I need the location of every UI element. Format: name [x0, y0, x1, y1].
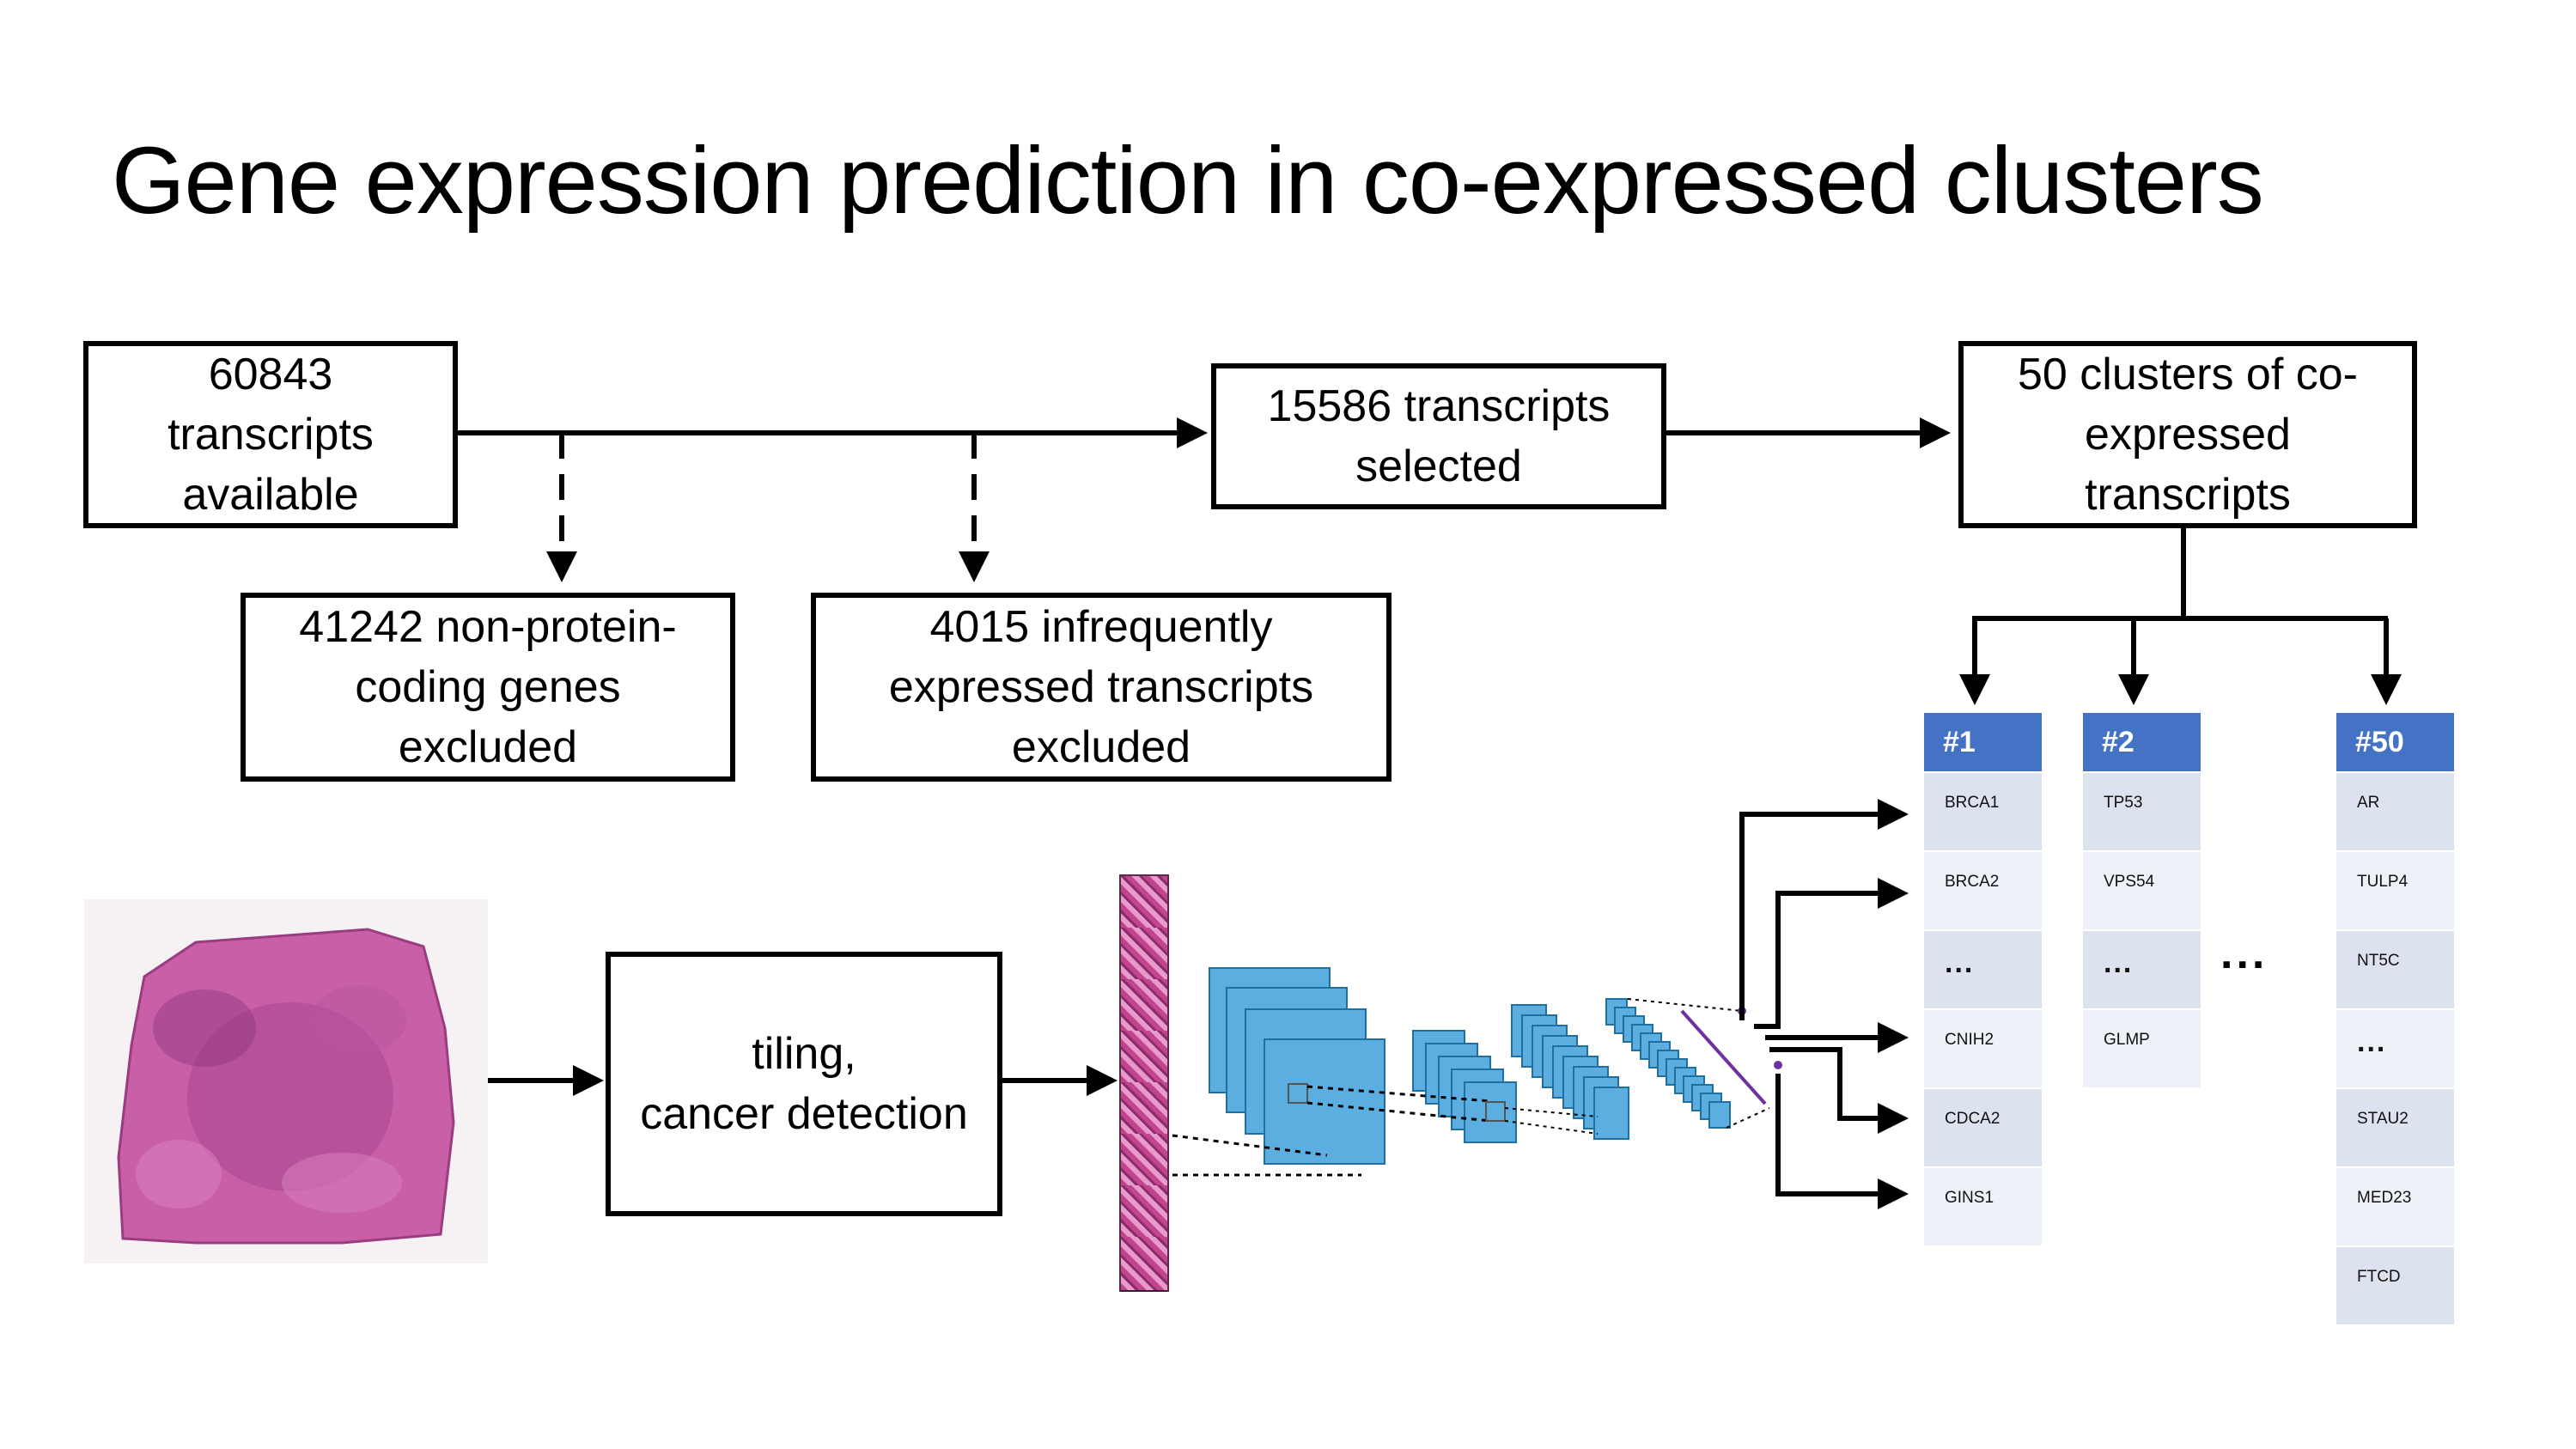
gene-cell: BRCA1 [1924, 773, 2042, 850]
gene-cell: MED23 [2336, 1168, 2454, 1245]
cnn-layer-1 [1209, 967, 1385, 1165]
box-line: transcripts [167, 410, 374, 460]
transcripts-selected-box: 15586 transcripts selected [1211, 363, 1666, 509]
cluster-50-column: #50 AR TULP4 NT5C ... STAU2 MED23 FTCD [2336, 713, 2454, 1324]
box-line: excluded [398, 722, 578, 772]
cluster-header: #50 [2336, 713, 2454, 771]
box-line: expressed [2085, 410, 2291, 460]
gene-cell: ... [2336, 1010, 2454, 1087]
tiling-box: tiling, cancer detection [606, 952, 1002, 1216]
noncoding-excluded-box: 41242 non-protein- coding genes excluded [241, 593, 735, 782]
box-line: 4015 infrequently [929, 602, 1273, 652]
cnn-layer-2 [1412, 1030, 1517, 1143]
gene-cell: VPS54 [2083, 852, 2201, 929]
box-line: 41242 non-protein- [299, 602, 677, 652]
box-line: expressed transcripts [888, 662, 1314, 712]
gene-cell: TULP4 [2336, 852, 2454, 929]
gene-cell: GLMP [2083, 1010, 2201, 1087]
cnn-layer-4 [1605, 998, 1731, 1129]
box-line: transcripts [2085, 470, 2291, 520]
box-line: 60843 [208, 350, 333, 399]
cluster-2-column: #2 TP53 VPS54 ... GLMP [2083, 713, 2201, 1087]
box-line: selected [1355, 441, 1522, 491]
gene-cell: STAU2 [2336, 1089, 2454, 1166]
cnn-layer-3 [1511, 1004, 1629, 1140]
transcripts-available-box: 60843 transcripts available [83, 341, 458, 528]
gene-cell: CDCA2 [1924, 1089, 2042, 1166]
clusters-box: 50 clusters of co- expressed transcripts [1958, 341, 2417, 528]
columns-ellipsis: ... [2220, 928, 2268, 978]
tile-strip-image [1119, 874, 1169, 1292]
gene-cell: ... [2083, 931, 2201, 1008]
cluster-header: #1 [1924, 713, 2042, 771]
box-line: 50 clusters of co- [2018, 350, 2358, 399]
page-title: Gene expression prediction in co-express… [112, 128, 2264, 234]
gene-cell: CNIH2 [1924, 1010, 2042, 1087]
cnn-output-arrows [1739, 799, 1909, 1209]
box-line: cancer detection [640, 1089, 968, 1139]
infrequent-excluded-box: 4015 infrequently expressed transcripts … [811, 593, 1392, 782]
box-line: available [182, 470, 359, 520]
gene-cell: NT5C [2336, 931, 2454, 1008]
gene-cell: AR [2336, 773, 2454, 850]
gene-cell: ... [1924, 931, 2042, 1008]
tissue-slide-image [84, 899, 488, 1263]
gene-cell: GINS1 [1924, 1168, 2042, 1245]
gene-cell: TP53 [2083, 773, 2201, 850]
box-line: coding genes [355, 662, 621, 712]
box-line: tiling, [752, 1029, 856, 1079]
gene-cell: FTCD [2336, 1247, 2454, 1324]
box-line: excluded [1011, 722, 1191, 772]
gene-cell: BRCA2 [1924, 852, 2042, 929]
cluster-header: #2 [2083, 713, 2201, 771]
cluster-1-column: #1 BRCA1 BRCA2 ... CNIH2 CDCA2 GINS1 [1924, 713, 2042, 1245]
box-line: 15586 transcripts [1267, 381, 1611, 431]
